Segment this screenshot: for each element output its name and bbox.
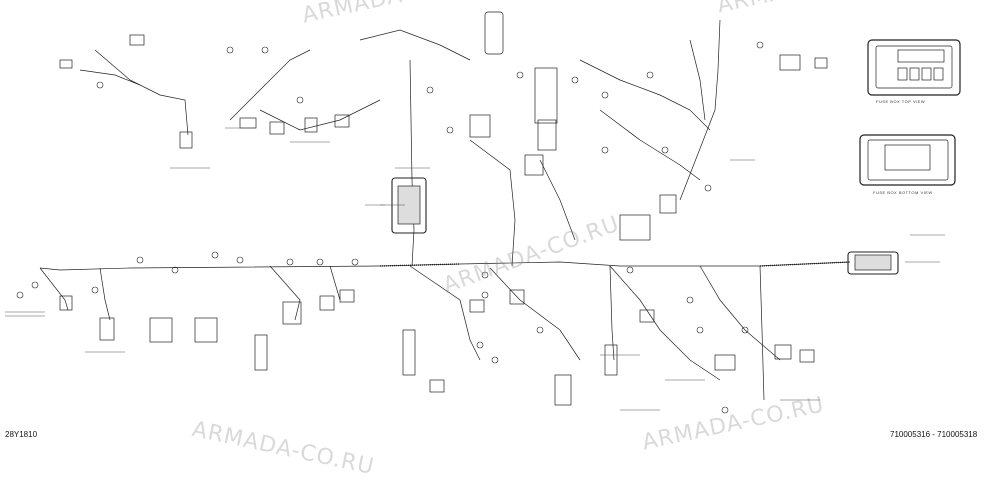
bracket-vertical-left xyxy=(402,329,416,376)
upper-harness-right-3 xyxy=(689,39,706,121)
fuse-top-bank xyxy=(897,49,945,63)
center-harness xyxy=(469,139,516,267)
upper-harness-left xyxy=(94,49,189,136)
callout-circles xyxy=(16,41,764,414)
upper-harness-left-2 xyxy=(79,69,141,86)
upper-harness-tree xyxy=(679,19,721,201)
center-harness-2 xyxy=(539,159,576,241)
harness-branch-lower xyxy=(409,265,481,361)
harness-ecu-link-2 xyxy=(379,263,461,267)
harness-branch-right xyxy=(609,265,721,381)
fuse-top-slot-1 xyxy=(897,67,908,81)
upper-harness-right xyxy=(579,59,711,131)
fuse-top-slot-3 xyxy=(921,67,932,81)
harness-branch-left-2 xyxy=(99,267,111,321)
harness-vertical-right xyxy=(759,265,765,401)
harness-branch-right-2 xyxy=(699,265,781,361)
part-number-range: 710005316 - 710005318 xyxy=(890,430,978,439)
right-ecu-module xyxy=(847,251,899,275)
bracket-vertical-left-2 xyxy=(254,334,268,371)
bracket-column-2 xyxy=(537,119,557,151)
label-leaders xyxy=(5,127,945,411)
fuse-box-top xyxy=(867,39,961,96)
fuse-box-bottom-view-label: FUSE BOX BOTTOM VIEW xyxy=(873,190,933,195)
wiring-diagram: FUSE BOX TOP VIEW FUSE BOX BOTTOM VIEW A… xyxy=(5,0,978,480)
drawing-id: 28Y1810 xyxy=(5,430,38,439)
fuse-bottom-block xyxy=(884,144,931,171)
fuse-top-slot-2 xyxy=(909,67,920,81)
main-harness-trunk xyxy=(39,261,851,271)
upper-harness-vertical xyxy=(409,59,415,267)
fuse-box-bottom-inner xyxy=(867,139,949,181)
upper-harness-center-2 xyxy=(259,99,381,131)
harness-branch-lower-2 xyxy=(489,267,581,361)
left-ecu-module xyxy=(391,177,427,234)
bracket-top-center xyxy=(484,11,504,55)
fuse-top-slot-4 xyxy=(933,67,944,81)
fuse-box-bottom xyxy=(859,134,956,186)
harness-branch-mid xyxy=(269,265,301,321)
bracket-column xyxy=(534,67,558,124)
connector-group xyxy=(59,34,828,406)
fuse-box-top-view-label: FUSE BOX TOP VIEW xyxy=(876,99,926,104)
right-ecu-detail xyxy=(854,254,892,271)
upper-harness-mid xyxy=(359,29,471,61)
fuse-box-top-inner xyxy=(875,45,953,89)
harness-branch-left xyxy=(39,267,69,311)
wiring-harness-drawing xyxy=(5,11,961,414)
harness-vertical-mid xyxy=(609,265,615,361)
harness-branch-mid-2 xyxy=(329,265,341,301)
upper-harness-center xyxy=(229,49,311,121)
upper-harness-right-2 xyxy=(599,109,701,181)
